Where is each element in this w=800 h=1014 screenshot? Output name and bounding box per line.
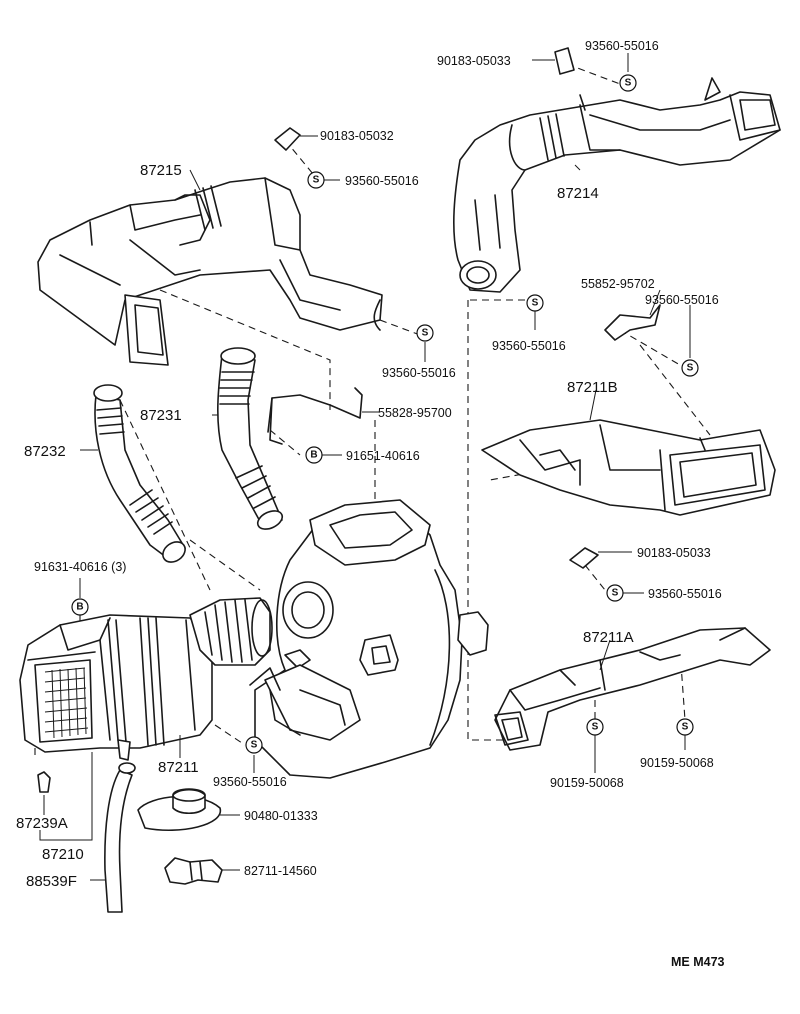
screw-symbol: S: [416, 324, 434, 342]
svg-text:B: B: [310, 450, 317, 461]
label-88539F: 88539F: [26, 873, 77, 890]
footer-code: ME M473: [671, 955, 725, 969]
label-87239A: 87239A: [16, 815, 68, 832]
label-93560-55016-d: 93560-55016: [382, 366, 456, 380]
label-91631-40616: 91631-40616 (3): [34, 560, 126, 574]
screw-symbol: S: [526, 294, 544, 312]
label-93560-55016-top: 93560-55016: [585, 39, 659, 53]
clip-82711-14560: [164, 857, 223, 885]
leader-lines: [39, 53, 691, 881]
label-93560-55016-f: 93560-55016: [213, 775, 287, 789]
label-87211A: 87211A: [583, 629, 634, 646]
label-93560-55016-e: 93560-55016: [648, 587, 722, 601]
label-90183-05033-top: 90183-05033: [437, 54, 511, 68]
label-87232: 87232: [24, 443, 66, 460]
blower-housing: [249, 499, 489, 779]
label-87231: 87231: [140, 407, 182, 424]
duct-87214: [453, 77, 781, 293]
screw-symbol: S: [619, 74, 637, 92]
svg-text:S: S: [313, 175, 320, 186]
label-90183-05033-mid: 90183-05033: [637, 546, 711, 560]
screw-symbol: S: [676, 718, 694, 736]
bolt-symbol: B: [305, 446, 323, 464]
svg-text:S: S: [422, 328, 429, 339]
plug-87239A: [37, 771, 51, 793]
label-87211: 87211: [158, 759, 199, 776]
screw-symbol: S: [307, 171, 325, 189]
drain-hose-88539F: [104, 762, 136, 913]
svg-text:S: S: [251, 740, 258, 751]
svg-text:S: S: [592, 722, 599, 733]
duct-87215: [37, 177, 383, 366]
svg-text:S: S: [532, 298, 539, 309]
label-93560-55016-a: 93560-55016: [345, 174, 419, 188]
label-90480-01333: 90480-01333: [244, 809, 318, 823]
screw-symbol: S: [245, 736, 263, 754]
label-93560-55016-c: 93560-55016: [645, 293, 719, 307]
label-87211B: 87211B: [567, 379, 618, 396]
clip-90183-05032: [274, 127, 301, 151]
svg-text:S: S: [625, 78, 632, 89]
hose-87232: [93, 384, 186, 563]
screw-symbol: S: [681, 359, 699, 377]
label-55852-95702: 55852-95702: [581, 277, 655, 291]
label-87210: 87210: [42, 846, 84, 863]
screw-symbol: S: [586, 718, 604, 736]
svg-text:B: B: [76, 602, 83, 613]
bolt-symbol: B: [71, 598, 89, 616]
label-90159-50068-a: 90159-50068: [640, 756, 714, 770]
label-93560-55016-b: 93560-55016: [492, 339, 566, 353]
grommet-90480-01333: [137, 788, 221, 832]
label-55828-95700: 55828-95700: [378, 406, 452, 420]
part-labels: 90183-05033 93560-55016 90183-05032 8721…: [16, 39, 725, 969]
label-82711-14560: 82711-14560: [244, 864, 317, 878]
duct-87211A: [494, 627, 771, 751]
svg-text:S: S: [612, 588, 619, 599]
label-91651-40616: 91651-40616: [346, 449, 420, 463]
label-90159-50068-b: 90159-50068: [550, 776, 624, 790]
bracket-55828-95700: [267, 387, 363, 445]
duct-87211B: [481, 419, 776, 516]
svg-text:S: S: [687, 363, 694, 374]
clip-90183-05033-mid: [569, 547, 599, 569]
label-90183-05032: 90183-05032: [320, 129, 394, 143]
filter-grid: [44, 667, 89, 739]
fastener-symbols: S S S S S B B S S S S: [71, 74, 699, 754]
label-87214: 87214: [557, 185, 599, 202]
screw-symbol: S: [606, 584, 624, 602]
svg-text:S: S: [682, 722, 689, 733]
hose-87231: [217, 347, 284, 530]
filter-box-87210: [19, 597, 273, 761]
label-87215: 87215: [140, 162, 182, 179]
clip-90183-05033-top: [554, 47, 575, 75]
clip-55852-95702: [604, 304, 661, 341]
